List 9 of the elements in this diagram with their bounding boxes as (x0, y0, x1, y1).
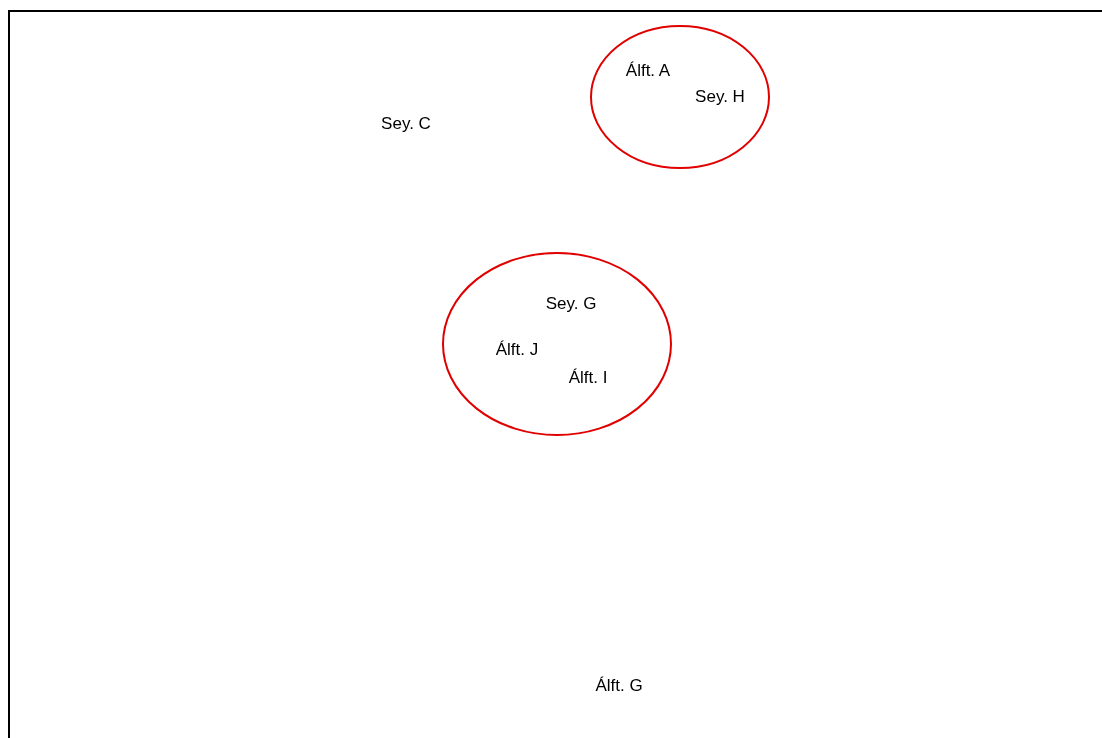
sample-label: Sey. C (381, 114, 431, 134)
sample-label: Sey. H (695, 87, 745, 107)
sample-label: Sey. G (545, 294, 597, 314)
sample-label: Álft. J (495, 340, 539, 360)
sample-label: Álft. I (568, 368, 608, 388)
group-ellipse (442, 252, 672, 436)
group-ellipse (590, 25, 770, 169)
sample-label: Álft. A (625, 61, 671, 81)
sample-label: Álft. G (595, 676, 643, 696)
